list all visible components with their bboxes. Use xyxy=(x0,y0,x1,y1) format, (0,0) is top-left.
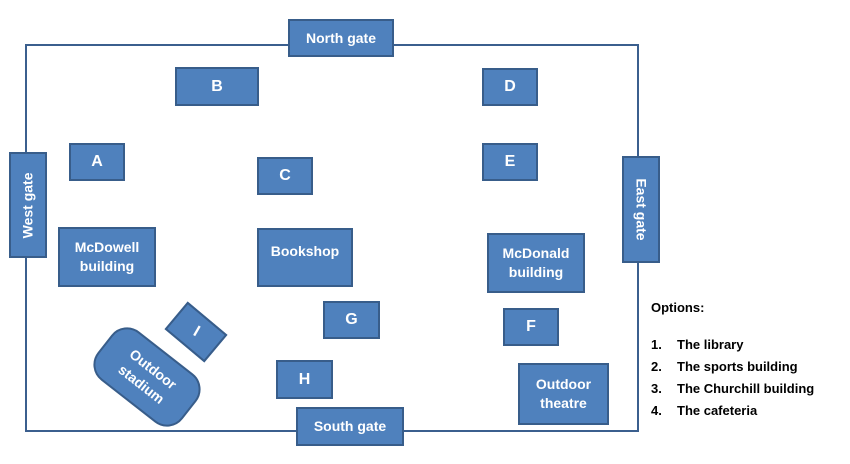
mcdowell-building: McDowell building xyxy=(58,227,156,287)
bookshop: Bookshop xyxy=(257,228,353,287)
options-title: Options: xyxy=(651,300,705,315)
option-label: The cafeteria xyxy=(677,402,758,418)
east-gate-label: East gate xyxy=(633,178,650,241)
location-c: C xyxy=(257,157,313,195)
west-gate-label: West gate xyxy=(19,172,36,238)
option-number: 4. xyxy=(651,402,662,418)
mcdonald-building-line1: McDonald xyxy=(502,245,570,262)
outdoor-theatre: Outdoor theatre xyxy=(518,363,609,425)
location-g: G xyxy=(323,301,380,339)
option-number: 3. xyxy=(651,380,662,396)
location-a: A xyxy=(69,143,125,181)
south-gate-label: South gate xyxy=(313,418,387,435)
options-list: 1. The library 2. The sports building 3.… xyxy=(651,333,814,421)
option-item: 4. The cafeteria xyxy=(651,399,814,421)
south-gate: South gate xyxy=(296,407,404,446)
option-item: 2. The sports building xyxy=(651,355,814,377)
north-gate: North gate xyxy=(288,19,394,57)
west-gate: West gate xyxy=(9,152,47,258)
option-item: 1. The library xyxy=(651,333,814,355)
location-e-label: E xyxy=(504,153,516,171)
outdoor-theatre-line1: Outdoor xyxy=(535,376,592,393)
option-item: 3. The Churchill building xyxy=(651,377,814,399)
mcdonald-building: McDonald building xyxy=(487,233,585,293)
location-b-label: B xyxy=(211,77,223,95)
location-d: D xyxy=(482,68,538,106)
option-number: 2. xyxy=(651,358,662,374)
option-number: 1. xyxy=(651,336,662,352)
location-f-label: F xyxy=(526,318,536,336)
location-d-label: D xyxy=(504,78,516,96)
location-e: E xyxy=(482,143,538,181)
location-h-label: H xyxy=(298,370,311,388)
bookshop-label: Bookshop xyxy=(270,243,340,259)
north-gate-label: North gate xyxy=(306,29,376,46)
location-f: F xyxy=(503,308,559,346)
mcdonald-building-line2: building xyxy=(508,264,564,280)
location-b: B xyxy=(175,67,259,106)
location-c-label: C xyxy=(279,167,291,185)
outdoor-theatre-line2: theatre xyxy=(540,395,587,411)
options-panel: Options: 1. The library 2. The sports bu… xyxy=(651,300,814,421)
mcdowell-building-line1: McDowell xyxy=(74,239,140,256)
location-a-label: A xyxy=(91,153,103,171)
location-i-label: I xyxy=(189,323,203,341)
option-label: The Churchill building xyxy=(677,380,815,396)
location-g-label: G xyxy=(345,311,358,329)
option-label: The library xyxy=(677,336,744,352)
east-gate: East gate xyxy=(622,156,660,263)
mcdowell-building-line2: building xyxy=(79,258,135,274)
option-label: The sports building xyxy=(677,358,798,374)
location-h: H xyxy=(276,360,333,399)
